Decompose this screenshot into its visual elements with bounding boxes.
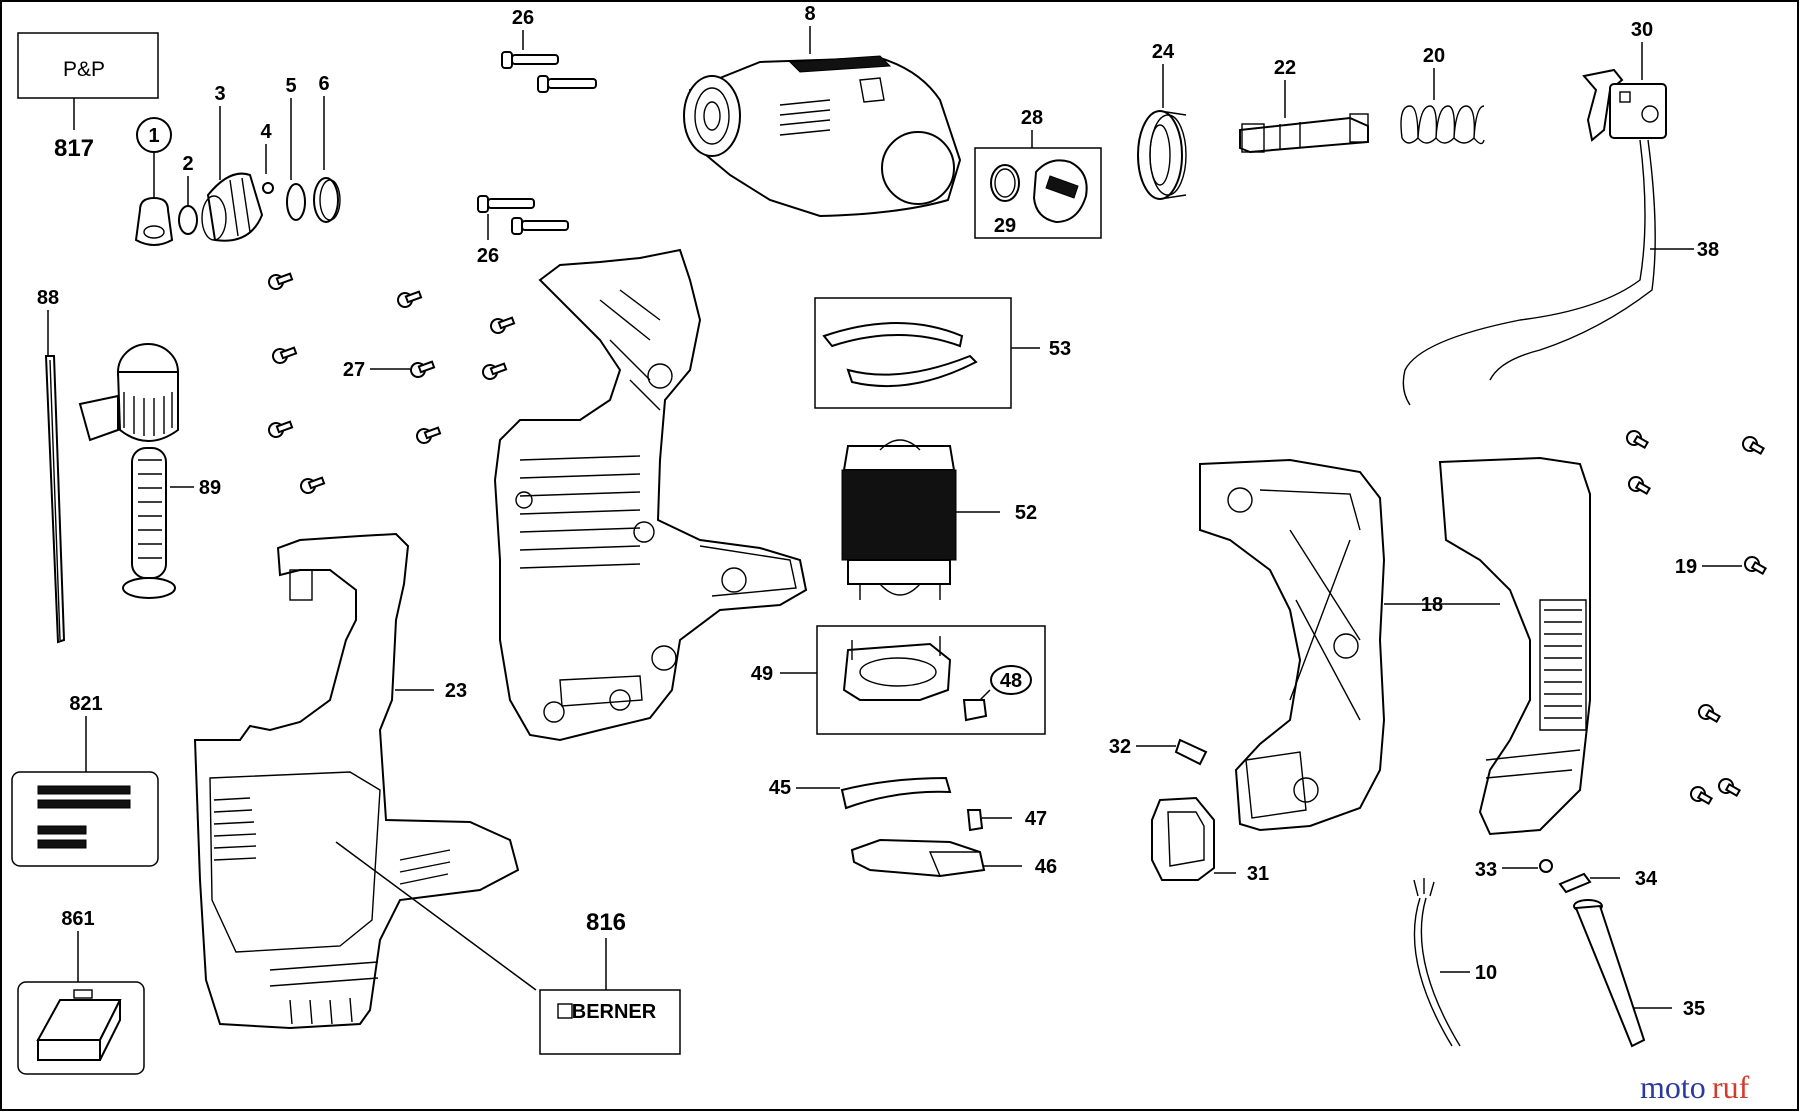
callout-89: 89 xyxy=(199,477,221,499)
part-gear-housing-8: 8 xyxy=(683,3,962,218)
part-shaft-22: 22 xyxy=(1239,57,1369,154)
callout-10: 10 xyxy=(1475,962,1497,984)
kit-pp-number: 817 xyxy=(54,135,94,162)
kit-badge-number: 816 xyxy=(586,909,626,936)
callout-35: 35 xyxy=(1683,998,1705,1020)
part-screws-26-top: 26 xyxy=(501,7,597,93)
callout-28: 28 xyxy=(1021,107,1043,129)
callout-49: 49 xyxy=(751,663,773,685)
callout-52: 52 xyxy=(1015,502,1037,524)
part-screws-27: 27 xyxy=(268,272,516,494)
part-side-handle-89: 89 xyxy=(78,343,221,599)
part-motor-housing-23: 23 xyxy=(193,532,520,1030)
part-handle-right-18 xyxy=(1410,456,1591,836)
callout-3: 3 xyxy=(214,83,225,105)
callout-29: 29 xyxy=(994,215,1016,237)
part-switch-30: 30 xyxy=(1582,19,1667,142)
part-46: 46 xyxy=(850,838,1057,878)
callout-26-bottom: 26 xyxy=(477,245,499,267)
kit-badge-816: 816 BERNER xyxy=(335,841,681,1055)
callout-20: 20 xyxy=(1423,45,1445,67)
callout-5: 5 xyxy=(285,75,296,97)
part-field-stator-52: 52 xyxy=(841,439,1037,600)
callout-33: 33 xyxy=(1475,859,1497,881)
part-wires-38: 38 xyxy=(1402,139,1719,406)
kit-case-861: 861 xyxy=(17,908,145,1075)
watermark-text-part2: ruf xyxy=(1712,1069,1750,1105)
kit-labels-821: 821 xyxy=(11,693,159,867)
callout-4: 4 xyxy=(260,121,272,143)
callout-48: 48 xyxy=(1000,670,1022,692)
callout-31: 31 xyxy=(1247,863,1269,885)
callout-32: 32 xyxy=(1109,736,1131,758)
callout-27: 27 xyxy=(343,359,365,381)
part-washer-5: 5 xyxy=(285,75,306,221)
callout-88: 88 xyxy=(37,287,59,309)
part-central-frame xyxy=(493,248,808,742)
kit-case-number: 861 xyxy=(61,908,94,930)
callout-45: 45 xyxy=(769,777,791,799)
part-chuck-cap-1: 1 xyxy=(134,117,174,246)
kit-labels-number: 821 xyxy=(69,693,102,715)
callout-46: 46 xyxy=(1035,856,1057,878)
part-47: 47 xyxy=(966,808,1047,832)
callout-34: 34 xyxy=(1635,868,1658,890)
callout-18: 18 xyxy=(1421,594,1443,616)
part-pin-32: 32 xyxy=(1109,736,1208,766)
callout-22: 22 xyxy=(1274,57,1296,79)
watermark: moto ruf xyxy=(1640,1069,1750,1105)
part-brush-holder-49: 49 xyxy=(751,625,1046,735)
callout-53: 53 xyxy=(1049,338,1071,360)
part-45: 45 xyxy=(769,776,952,810)
part-spring-6: 6 xyxy=(313,73,341,223)
callout-47: 47 xyxy=(1025,808,1047,830)
part-depth-rod-88: 88 xyxy=(37,287,66,644)
part-cable-guard-31: 31 xyxy=(1151,796,1269,885)
kit-pp-label: P&P xyxy=(63,58,105,81)
part-ring-2: 2 xyxy=(178,153,198,235)
callout-30: 30 xyxy=(1631,19,1653,41)
part-handle-left-18: 18 xyxy=(1199,458,1443,832)
callout-8: 8 xyxy=(804,3,815,25)
part-screws-26-bottom: 26 xyxy=(477,195,569,267)
callout-6: 6 xyxy=(318,73,329,95)
callout-26-top: 26 xyxy=(512,7,534,29)
part-ball-4: 4 xyxy=(260,121,274,194)
part-chuck-body-3: 3 xyxy=(201,83,264,242)
part-clamp-34: 34 xyxy=(1558,868,1658,894)
part-cable-10: 10 xyxy=(1413,878,1497,1047)
watermark-text-part1: moto xyxy=(1640,1069,1706,1105)
callout-1: 1 xyxy=(148,125,159,147)
part-brush-48: 48 xyxy=(962,665,1032,722)
callout-38: 38 xyxy=(1697,239,1719,261)
callout-24: 24 xyxy=(1152,41,1175,63)
callout-23: 23 xyxy=(445,680,467,702)
callout-2: 2 xyxy=(182,153,193,175)
kit-badge-brand: BERNER xyxy=(572,1001,657,1023)
part-screw-33: 33 xyxy=(1475,859,1553,881)
part-cable-sleeve-35: 35 xyxy=(1573,899,1705,1048)
part-spring-20: 20 xyxy=(1400,45,1485,145)
part-screws-19: 19 xyxy=(1626,430,1767,805)
kit-pp-817: P&P 817 xyxy=(17,32,159,162)
part-group-28: 28 29 xyxy=(974,107,1102,239)
part-bushing-24: 24 xyxy=(1137,41,1187,200)
callout-19: 19 xyxy=(1675,556,1697,578)
part-brush-rings-53: 53 xyxy=(814,297,1071,409)
